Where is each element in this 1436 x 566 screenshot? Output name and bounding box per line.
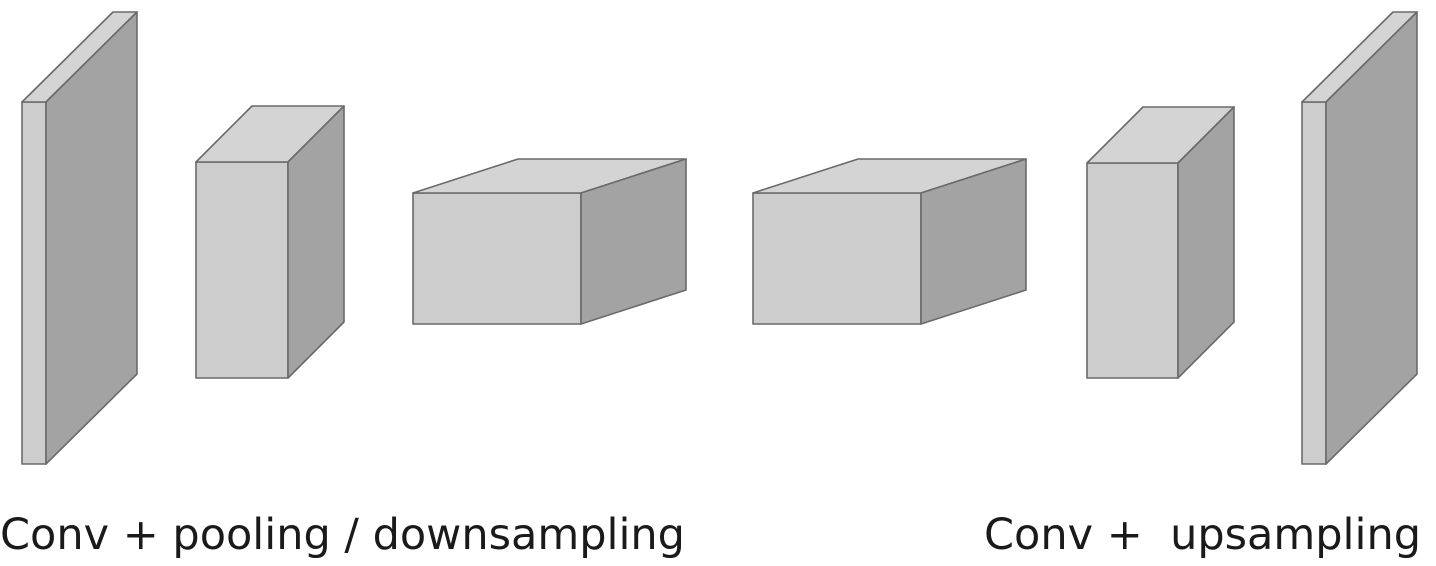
decoder-block-1-front xyxy=(752,192,922,325)
downsampling-caption: Conv + pooling / downsampling xyxy=(0,510,685,560)
output-feature-map-front xyxy=(1301,101,1327,465)
encoder-block-1 xyxy=(195,105,345,379)
output-feature-map-side xyxy=(1325,11,1418,465)
input-feature-map xyxy=(21,11,138,465)
output-feature-map xyxy=(1301,11,1418,465)
encoder-block-2-front xyxy=(412,192,582,325)
decoder-block-1-side xyxy=(920,158,1027,325)
upsampling-caption: Conv + upsampling xyxy=(984,510,1421,560)
encoder-block-2 xyxy=(412,158,687,325)
decoder-block-1 xyxy=(752,158,1027,325)
encoder-block-2-side xyxy=(580,158,687,325)
input-feature-map-front xyxy=(21,101,47,465)
decoder-block-2-side xyxy=(1177,106,1235,379)
input-feature-map-side xyxy=(45,11,138,465)
decoder-block-2 xyxy=(1086,106,1235,379)
decoder-block-2-front xyxy=(1086,162,1179,379)
encoder-block-1-side xyxy=(287,105,345,379)
encoder-block-1-front xyxy=(195,161,289,379)
